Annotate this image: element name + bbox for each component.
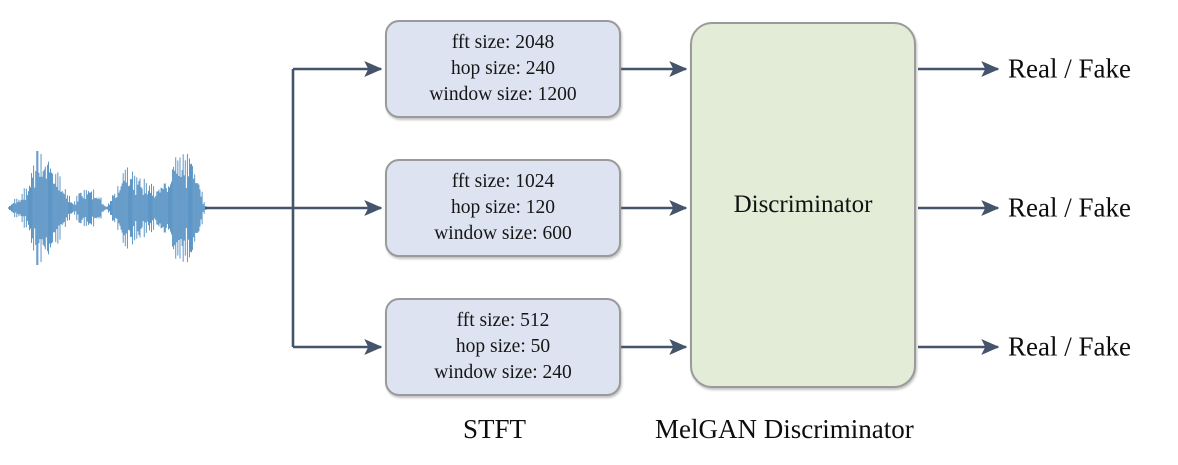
stft-box-512-line-2: hop size: 50 [455,335,551,357]
audio-waveform [8,148,208,268]
discriminator-label: Discriminator [733,191,873,218]
stft-box-1024[interactable]: fft size: 1024 hop size: 120 window size… [385,159,621,257]
stft-box-1024-line-3: window size: 600 [434,223,572,245]
stft-box-512-line-1: fft size: 512 [456,309,550,331]
caption-melgan-discriminator: MelGAN Discriminator [655,414,914,444]
stft-box-1024-line-1: fft size: 1024 [451,170,555,192]
stft-box-2048[interactable]: fft size: 2048 hop size: 240 window size… [385,20,621,118]
waveform-bars [8,151,208,265]
output-label-3: Real / Fake [1008,331,1131,362]
discriminator-box[interactable]: Discriminator [690,22,916,388]
stft-box-2048-line-2: hop size: 240 [451,57,555,79]
stft-box-2048-line-1: fft size: 2048 [451,31,555,53]
stft-box-512[interactable]: fft size: 512 hop size: 50 window size: … [385,298,621,396]
output-label-1: Real / Fake [1008,53,1131,84]
caption-stft: STFT [463,414,527,444]
stft-box-2048-line-3: window size: 1200 [429,84,577,106]
stft-box-1024-line-2: hop size: 120 [451,196,555,218]
stft-box-512-line-3: window size: 240 [434,362,572,384]
output-label-2: Real / Fake [1008,192,1131,223]
audio-waveform-svg [8,151,208,265]
